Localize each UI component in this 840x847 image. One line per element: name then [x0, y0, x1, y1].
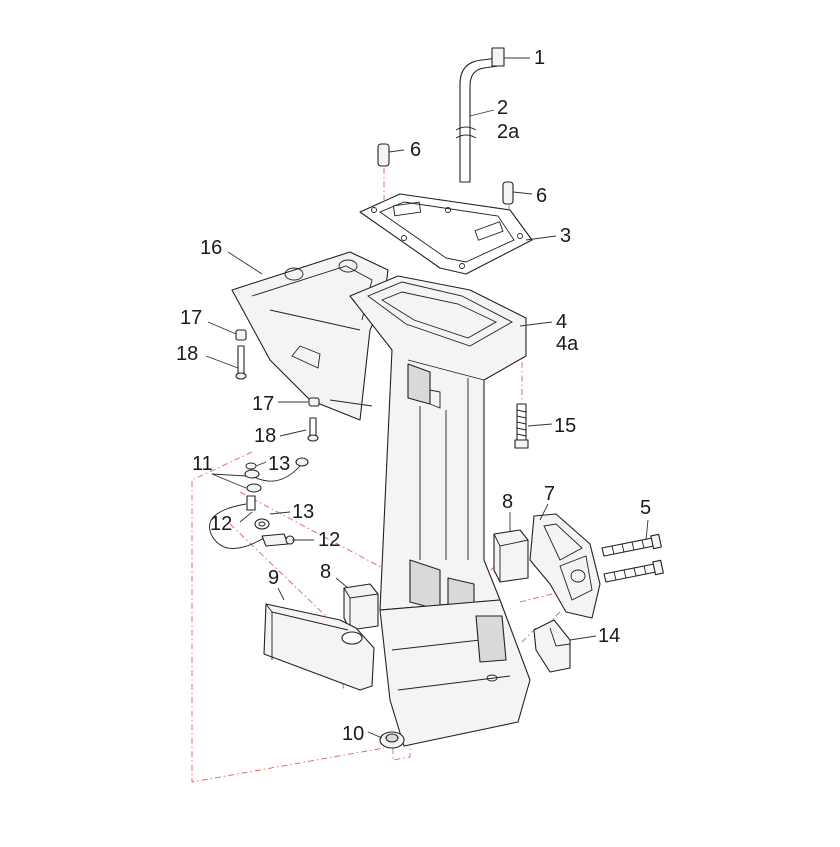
dowel-pin-right: [502, 181, 514, 205]
tube-connector: [491, 47, 505, 67]
callout-4a: 4a: [556, 333, 579, 355]
driveshaft-housing: [349, 275, 527, 617]
collar-17-bottom: [308, 397, 320, 407]
callout-10: 10: [342, 723, 364, 745]
callout-17-top: 17: [180, 307, 202, 329]
rubber-mount-lower: [343, 583, 379, 631]
callout-5: 5: [640, 497, 651, 519]
leader-lines: [205, 57, 649, 739]
collar-17-top: [235, 329, 247, 341]
gasket: [359, 193, 533, 275]
water-tube: [455, 47, 505, 183]
callout-12-left: 12: [210, 513, 232, 535]
grommet-10: [379, 731, 405, 749]
callout-3: 3: [560, 225, 571, 247]
callout-18-top: 18: [176, 343, 198, 365]
callout-12-right: 12: [318, 529, 340, 551]
rubber-mount-upper: [493, 529, 529, 583]
callout-2: 2: [497, 97, 508, 119]
ground-lead-assembly: [209, 457, 309, 549]
callout-9: 9: [268, 567, 279, 589]
callout-16: 16: [200, 237, 222, 259]
callout-13-top: 13: [268, 453, 290, 475]
callout-14: 14: [598, 625, 620, 647]
callout-11: 11: [192, 453, 213, 475]
callout-1: 1: [534, 47, 545, 69]
callout-labels: 1 2 2a 6 6 3 16 4 4a 17 18 17 15 18 11 1…: [176, 47, 651, 745]
callout-15: 15: [554, 415, 576, 437]
bolt-18-top: [235, 345, 247, 380]
bolt-18-bottom: [307, 417, 319, 442]
callout-8-lower: 8: [320, 561, 331, 583]
bolts-5: [601, 533, 664, 583]
lower-rubber-cover: [263, 603, 375, 691]
bolt-15: [514, 403, 529, 449]
callout-17-bottom: 17: [252, 393, 274, 415]
callout-2a: 2a: [497, 121, 520, 143]
callout-4: 4: [556, 311, 567, 333]
callout-7: 7: [544, 483, 555, 505]
callout-13-bottom: 13: [292, 501, 314, 523]
callout-18-bottom: 18: [254, 425, 276, 447]
mount-bracket: [529, 513, 601, 619]
callout-6-left: 6: [410, 139, 421, 161]
callout-6-right: 6: [536, 185, 547, 207]
lower-housing-skeg: [379, 599, 531, 747]
dowel-pin-left: [377, 143, 390, 167]
bracket-clip-14: [533, 619, 571, 673]
callout-8-upper: 8: [502, 491, 513, 513]
